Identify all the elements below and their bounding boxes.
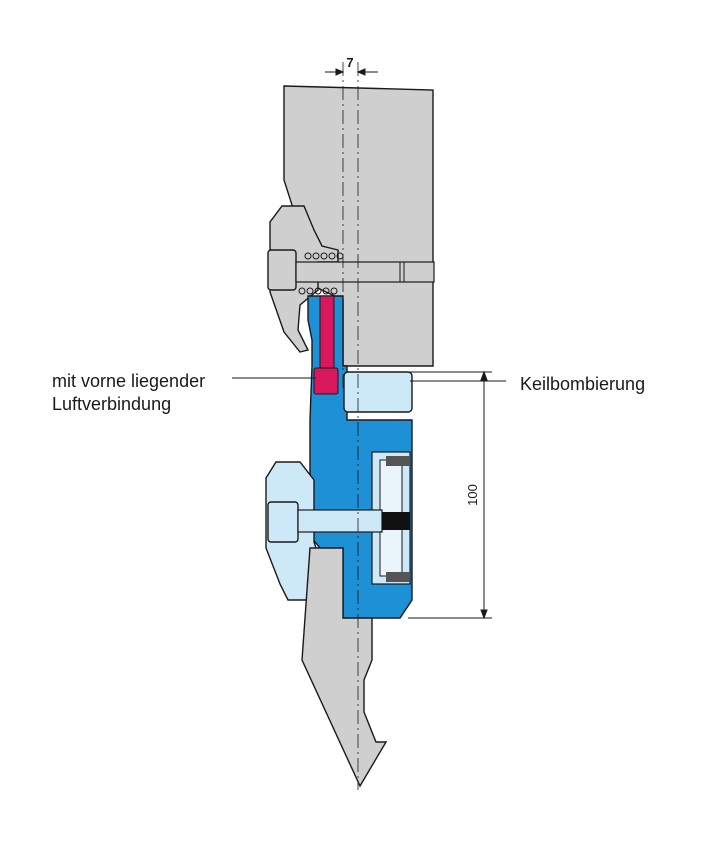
lower-bolt-head	[267, 501, 299, 543]
upper-beam	[283, 85, 434, 367]
lower-bolt-tip	[382, 512, 410, 530]
right-callout: Keilbombierung	[520, 374, 645, 394]
upper-bolt-head	[267, 249, 297, 291]
lower-bolt-shank	[297, 509, 383, 533]
left-callout-line2: Luftverbindung	[52, 394, 171, 414]
piston-seal-bottom	[386, 572, 410, 582]
air-channel	[319, 295, 335, 371]
height-dimension	[408, 370, 492, 620]
air-connector	[313, 367, 339, 395]
piston-seal-top	[386, 456, 410, 466]
offset-dimension-label: 7	[346, 55, 353, 70]
offset-dimension	[325, 68, 378, 76]
punch-tool	[301, 547, 388, 788]
height-dimension-label: 100	[465, 484, 480, 506]
upper-bolt-shank	[295, 261, 435, 283]
wedge-crowning	[343, 371, 413, 413]
left-callout-line1: mit vorne liegender	[52, 371, 205, 391]
